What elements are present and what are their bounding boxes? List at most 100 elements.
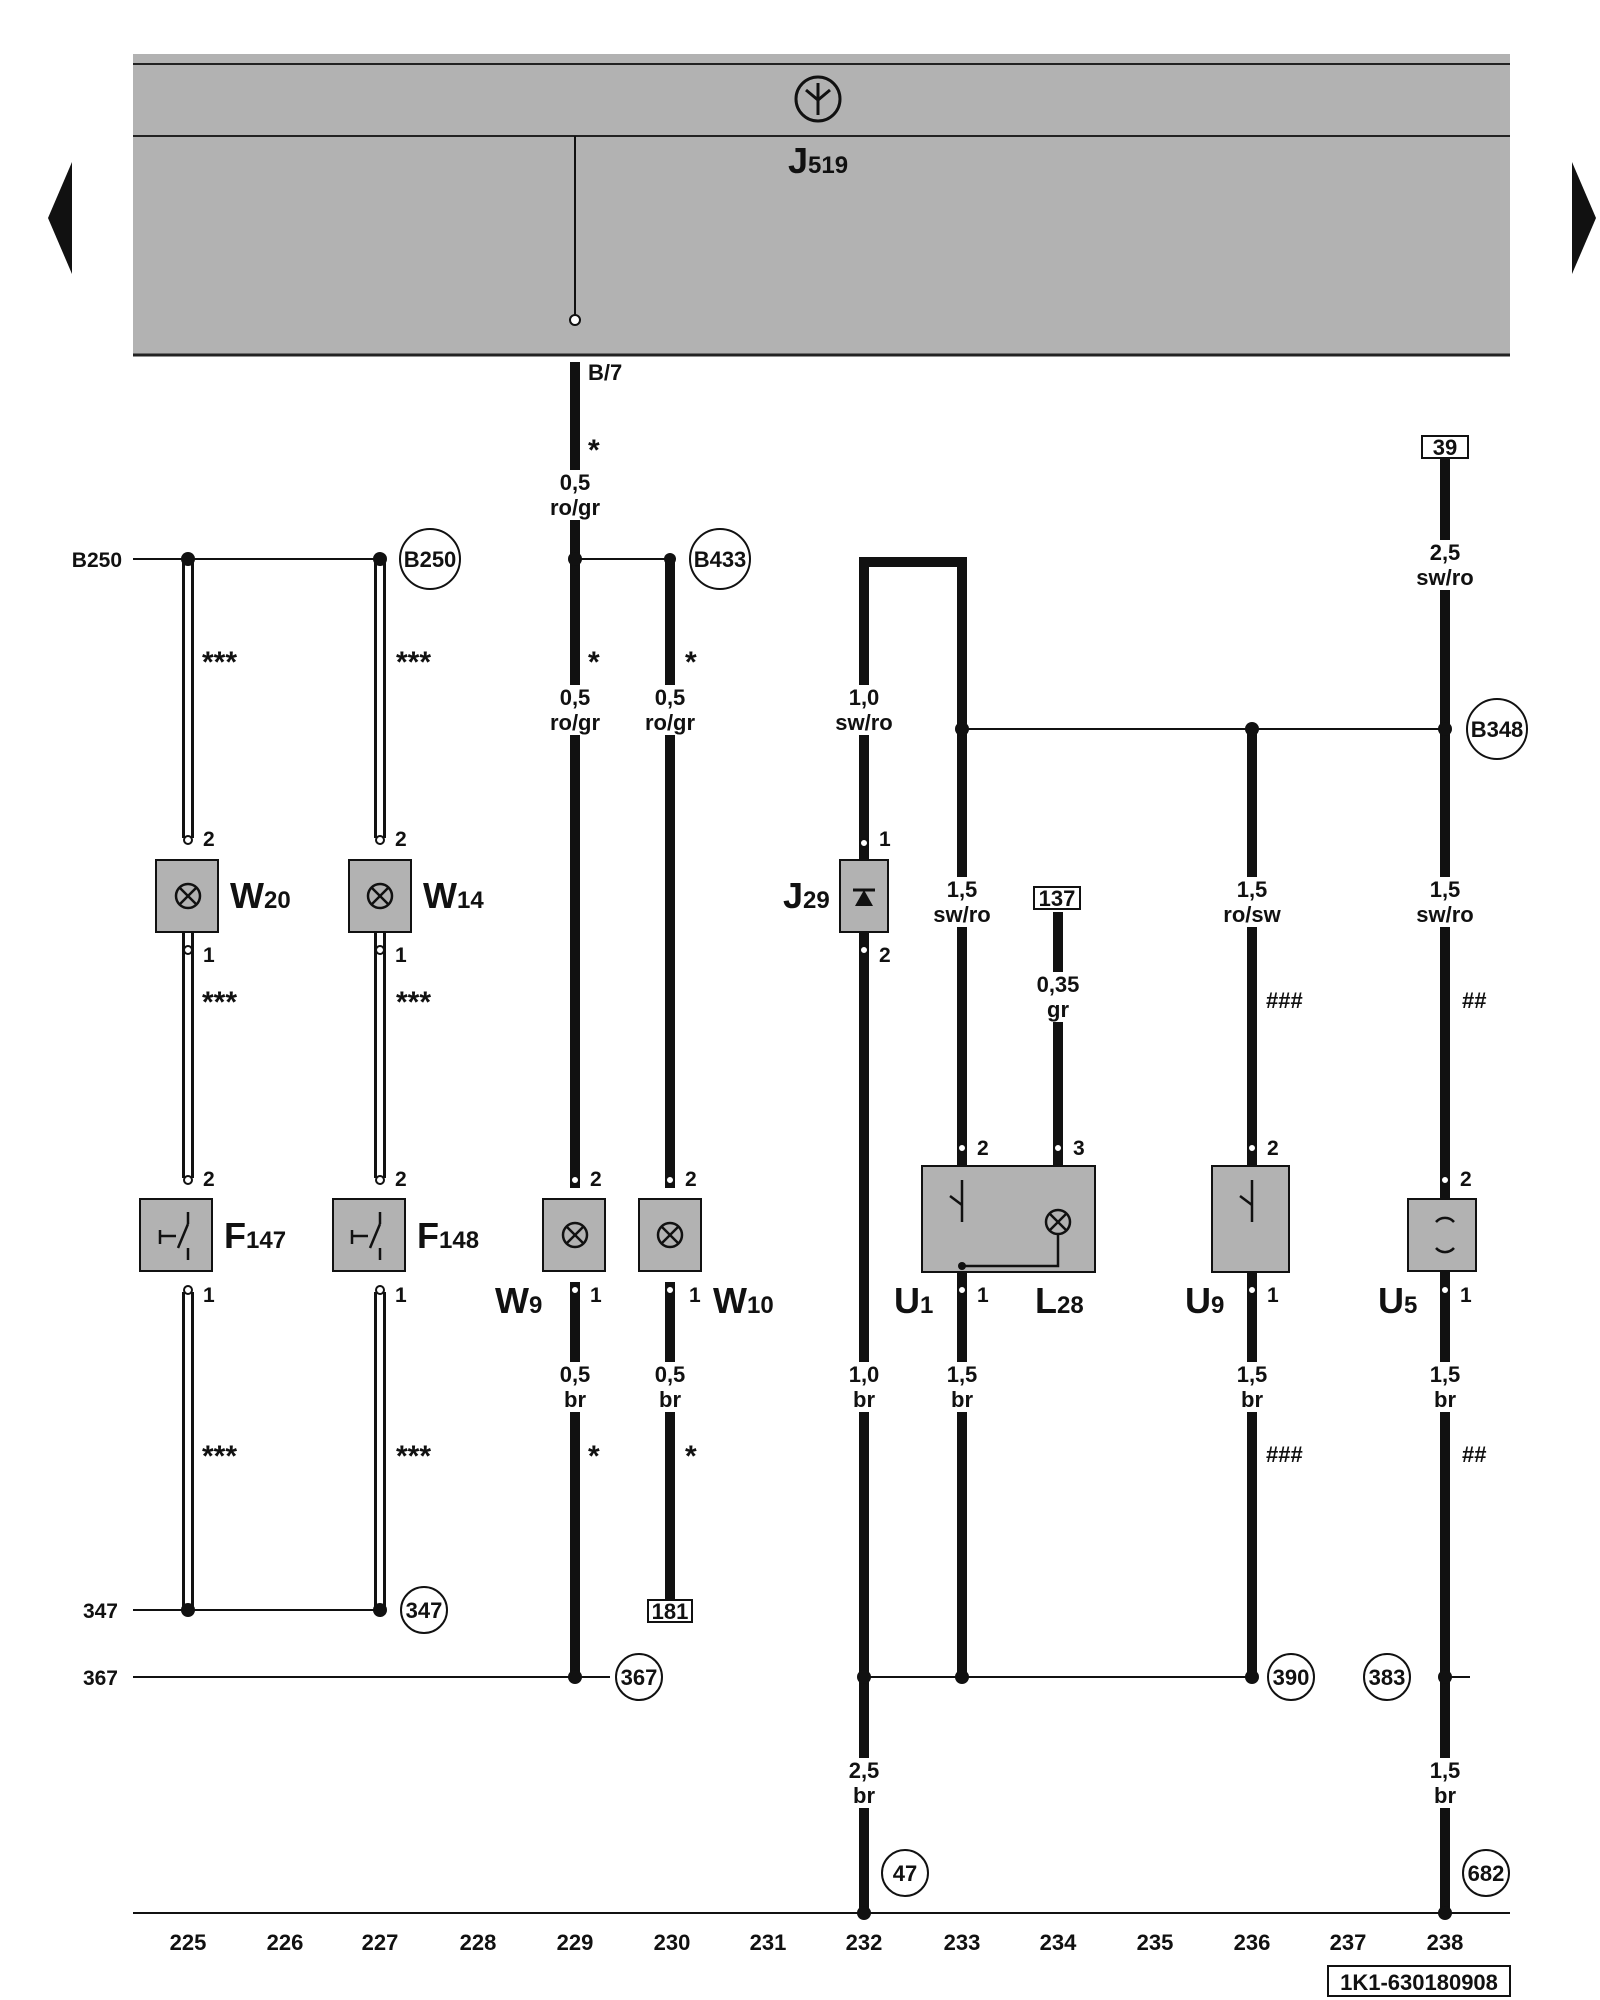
pin-label: 2: [590, 1168, 602, 1191]
axis-label: 234: [1040, 1930, 1077, 1955]
wire-color: br: [853, 1387, 875, 1412]
axis-label: 230: [654, 1930, 691, 1955]
ref-circle-b348: B348: [1471, 717, 1524, 742]
pin-label: 2: [1267, 1137, 1279, 1160]
footnote-marker: ###: [1266, 988, 1303, 1013]
component-labels: W20 W14 F147 F148 W9 W10 J29 U1 L28 U9 U…: [224, 875, 1417, 1321]
ref-circle-b433: B433: [694, 547, 747, 572]
axis-label: 229: [557, 1930, 594, 1955]
document-id: 1K1-630180908: [1340, 1970, 1498, 1995]
ref-367-left: 367: [83, 1667, 118, 1690]
wire-color: ro/gr: [550, 710, 601, 735]
pin-label: 1: [395, 944, 407, 967]
footnote-marker: *: [588, 646, 600, 679]
pin-label: 1: [689, 1284, 701, 1307]
label-w14: W14: [423, 875, 484, 916]
wire-color: br: [1241, 1387, 1263, 1412]
wire-size: 1,5: [1430, 877, 1461, 902]
label-u9: U9: [1185, 1280, 1224, 1321]
control-unit-housing: [133, 54, 1510, 356]
wire-labels: 0,5ro/gr 0,5ro/gr 0,5ro/gr 0,5br 0,5br 1…: [550, 470, 1474, 1808]
hash-markers: ### ### ## ##: [1266, 988, 1486, 1467]
axis-label: 228: [460, 1930, 497, 1955]
label-l28: L28: [1035, 1280, 1084, 1321]
axis-labels: 225 226 227 228 229 230 231 232 233 234 …: [170, 1930, 1464, 1955]
footnote-marker: ***: [202, 986, 237, 1019]
wire-size: 1,5: [1430, 1758, 1461, 1783]
pin-label: 1: [203, 1284, 215, 1307]
pin-label: 2: [879, 944, 891, 967]
wire-label-backgrounds: [545, 470, 1477, 1808]
label-j29: J29: [783, 875, 830, 916]
bulb-icon: [656, 1221, 684, 1249]
switch-icon: [158, 1212, 190, 1260]
axis-label: 231: [750, 1930, 787, 1955]
axis-label: 237: [1330, 1930, 1367, 1955]
axis-label: 235: [1137, 1930, 1174, 1955]
pin-numbers: 2 1 2 1 2 1 2 1 2 1 2 1 1 2 2 1 3 2 1 2 …: [203, 828, 1472, 1307]
label-f147: F147: [224, 1215, 286, 1256]
ref-circle-47: 47: [893, 1861, 917, 1886]
reference-boxes: [647, 435, 1469, 1623]
axis-label: 225: [170, 1930, 207, 1955]
wire-size: 0,5: [560, 1362, 591, 1387]
document-id-box: [1327, 1965, 1511, 1997]
wire-color: br: [1434, 1387, 1456, 1412]
component-boxes: [139, 859, 1477, 1273]
footnote-marker: ***: [396, 986, 431, 1019]
wire-size: 0,5: [560, 470, 591, 495]
wire-size: 1,0: [849, 685, 880, 710]
next-page-arrow-icon[interactable]: [1572, 162, 1596, 274]
wire-color: br: [1434, 1783, 1456, 1808]
footnote-marker: ***: [202, 1440, 237, 1473]
wire-size: 0,35: [1037, 972, 1080, 997]
wire-size: 0,5: [560, 685, 591, 710]
wire-size: 1,5: [947, 877, 978, 902]
switch-icon: [1239, 1180, 1254, 1222]
bulb-icon: [366, 882, 394, 910]
footnote-marker: *: [588, 1440, 600, 1473]
wire-color: ro/gr: [550, 495, 601, 520]
ref-circle-b250: B250: [404, 547, 457, 572]
label-w9: W9: [495, 1280, 542, 1321]
bulb-icon: [561, 1221, 589, 1249]
pin-markers: [183, 835, 1450, 1295]
wire-color: sw/ro: [835, 710, 892, 735]
wire-color: sw/ro: [933, 902, 990, 927]
wire-size: 1,0: [849, 1362, 880, 1387]
pin-label: 2: [977, 1137, 989, 1160]
sensor-icon: [1435, 1216, 1455, 1254]
previous-page-arrow-icon[interactable]: [48, 162, 72, 274]
connector-label-b7: B/7: [588, 360, 622, 385]
pin-label: 2: [395, 828, 407, 851]
axis-label: 226: [267, 1930, 304, 1955]
wire-size: 2,5: [849, 1758, 880, 1783]
wire-size: 1,5: [1237, 1362, 1268, 1387]
pin-label: 2: [395, 1168, 407, 1191]
pin-label: 2: [1460, 1168, 1472, 1191]
label-w20: W20: [230, 875, 291, 916]
footnote-marker: ***: [396, 646, 431, 679]
axis-label: 233: [944, 1930, 981, 1955]
double-wires: [182, 559, 386, 1610]
label-w10: W10: [713, 1280, 774, 1321]
thin-wires: [574, 136, 1470, 1678]
pin-label: 1: [1460, 1284, 1472, 1307]
switch-icon: [350, 1212, 382, 1260]
label-u1: U1: [894, 1280, 933, 1321]
bulb-icons: [174, 882, 1072, 1249]
footnote-marker: ***: [396, 1440, 431, 1473]
ref-b250-left: B250: [72, 549, 122, 572]
wire-size: 1,5: [947, 1362, 978, 1387]
pin-label: 1: [590, 1284, 602, 1307]
footnote-marker: ***: [202, 646, 237, 679]
switch-icon: [949, 1180, 964, 1222]
footnote-marker: *: [685, 646, 697, 679]
wire-color: ro/sw: [1223, 902, 1281, 927]
label-u5: U5: [1378, 1280, 1417, 1321]
ref-circle-347: 347: [406, 1598, 443, 1623]
axis-label: 232: [846, 1930, 883, 1955]
wire-size: 0,5: [655, 685, 686, 710]
footnote-marker: ###: [1266, 1442, 1303, 1467]
footnote-marker: ##: [1462, 988, 1486, 1013]
